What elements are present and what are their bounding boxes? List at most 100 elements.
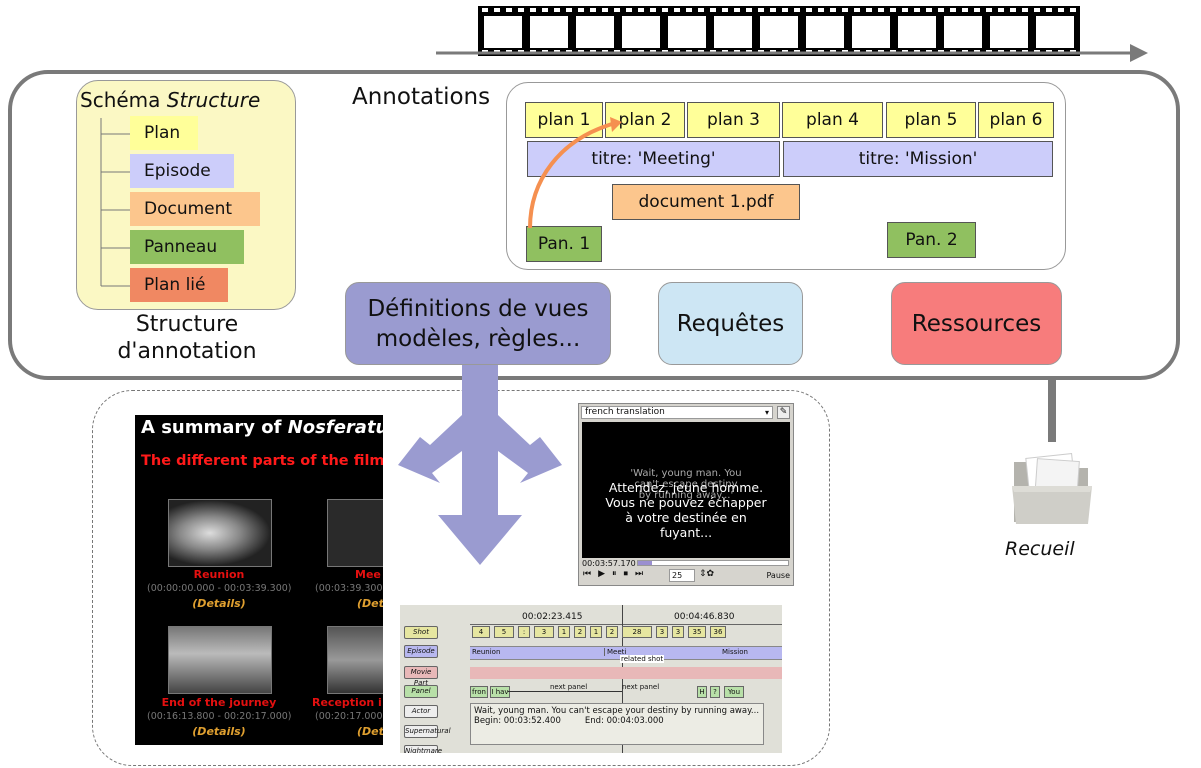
- card-details-link[interactable]: (Details): [192, 597, 246, 610]
- track-nightmare[interactable]: Nightmare: [404, 745, 442, 753]
- track-shot[interactable]: Shot: [404, 626, 438, 639]
- film-frame: [668, 16, 706, 48]
- schema-item-plan: Plan: [130, 116, 198, 150]
- episode-meeting[interactable]: Meeti: [604, 648, 626, 656]
- episode-mission[interactable]: Mission: [722, 648, 748, 656]
- transport-controls[interactable]: ⏮▶⏸⏹⏭: [583, 569, 651, 579]
- film-strip: [478, 6, 1080, 56]
- panel-1[interactable]: Pan. 1: [526, 226, 602, 262]
- shot-chip[interactable]: 36: [710, 626, 726, 638]
- schema-item-document: Document: [130, 192, 260, 226]
- thumb-meeting[interactable]: [327, 499, 383, 567]
- film-perforation: [806, 8, 812, 12]
- shot-chip[interactable]: 3: [534, 626, 554, 638]
- shot-chip[interactable]: 3: [672, 626, 684, 638]
- card-details-link[interactable]: (Details): [192, 725, 246, 738]
- recueil-label: Recueil: [1005, 538, 1075, 560]
- plan-6[interactable]: plan 6: [978, 102, 1054, 138]
- card-details-link[interactable]: (Det: [357, 597, 383, 610]
- recueil-connector: [1048, 380, 1056, 442]
- film-perforation: [506, 8, 512, 12]
- shot-chip[interactable]: 5: [494, 626, 514, 638]
- schema-item-panneau: Panneau: [130, 230, 244, 264]
- panel-chip[interactable]: I hav: [490, 686, 510, 698]
- folder-icon[interactable]: [1010, 448, 1094, 528]
- thumb-end-of-journey[interactable]: [168, 626, 272, 694]
- track-actor[interactable]: Actor: [404, 705, 438, 718]
- thumb-reunion[interactable]: [168, 499, 272, 567]
- annotation-editor[interactable]: Wait, young man. You can't escape your d…: [470, 703, 764, 745]
- film-perforation: [590, 8, 596, 12]
- speed-input[interactable]: 25: [669, 569, 695, 582]
- film-perforation: [482, 8, 488, 12]
- track-movie-part[interactable]: Movie Part: [404, 666, 438, 687]
- track-panel[interactable]: Panel: [404, 685, 438, 698]
- ressources-box[interactable]: Ressources: [891, 282, 1062, 365]
- timeline-view: 00:02:23.415 00:04:46.830 Shot Episode M…: [400, 605, 782, 753]
- panel-chip[interactable]: You: [724, 686, 744, 698]
- film-perforation: [566, 8, 572, 12]
- shot-chip[interactable]: 1: [590, 626, 602, 638]
- film-perforation: [938, 8, 944, 12]
- shot-chip[interactable]: 2: [574, 626, 586, 638]
- plan-5[interactable]: plan 5: [886, 102, 976, 138]
- annotations-label: Annotations: [352, 84, 491, 110]
- player-status: Pause: [766, 571, 790, 580]
- translation-select[interactable]: french translation▾: [581, 406, 773, 419]
- panel-chip[interactable]: fron: [470, 686, 488, 698]
- shot-chip[interactable]: 35: [688, 626, 706, 638]
- shot-chip[interactable]: 2: [606, 626, 618, 638]
- film-perforation: [554, 8, 560, 12]
- shot-chip[interactable]: 28: [622, 626, 652, 638]
- requetes-box[interactable]: Requêtes: [658, 282, 803, 365]
- episode-mission[interactable]: titre: 'Mission': [783, 141, 1053, 177]
- film-perforation: [1022, 8, 1028, 12]
- track-episode[interactable]: Episode: [404, 645, 438, 658]
- panel-chip[interactable]: H: [697, 686, 707, 698]
- film-perforation: [1070, 8, 1076, 12]
- film-perforation: [578, 8, 584, 12]
- playhead[interactable]: [622, 605, 623, 753]
- shot-chip[interactable]: 1: [558, 626, 570, 638]
- schema-item-plan-lie: Plan lié: [130, 268, 228, 302]
- seek-bar[interactable]: [637, 560, 789, 566]
- card-details-link[interactable]: (Det: [357, 725, 383, 738]
- panel-2[interactable]: Pan. 2: [887, 222, 976, 258]
- plan-4[interactable]: plan 4: [782, 102, 883, 138]
- film-perforation: [758, 8, 764, 12]
- spin-icon[interactable]: ⇕✿: [699, 569, 715, 579]
- film-perforation: [638, 8, 644, 12]
- document-annotation[interactable]: document 1.pdf: [612, 184, 800, 220]
- film-perforation: [854, 8, 860, 12]
- film-perforation: [818, 8, 824, 12]
- panel-chip[interactable]: ?: [710, 686, 720, 698]
- card-time: (00:20:17.000 - 00: [315, 711, 383, 722]
- thumb-reception[interactable]: [327, 626, 383, 694]
- four-way-arrow: [398, 365, 562, 565]
- summary-title: A summary of Nosferatu D: [141, 417, 383, 438]
- timeline-arrow: [436, 44, 1148, 62]
- nosferatu-summary-view: A summary of Nosferatu D The different p…: [135, 415, 383, 745]
- edit-icon[interactable]: ✎: [777, 406, 790, 419]
- chevron-down-icon: ▾: [764, 408, 769, 417]
- film-perforation: [794, 8, 800, 12]
- film-frame: [622, 16, 660, 48]
- timeline-time-1: 00:02:23.415: [522, 612, 583, 622]
- next-panel-label-2: next panel: [622, 683, 660, 691]
- shot-chip[interactable]: 3: [656, 626, 668, 638]
- film-frame: [576, 16, 614, 48]
- plan-2[interactable]: plan 2: [605, 102, 685, 138]
- timeline-time-2: 00:04:46.830: [674, 612, 735, 622]
- film-perforation: [878, 8, 884, 12]
- film-perforation: [926, 8, 932, 12]
- shot-chip[interactable]: 4: [472, 626, 490, 638]
- ruler: [470, 624, 782, 625]
- shot-chip[interactable]: :: [518, 626, 530, 638]
- film-frame: [944, 16, 982, 48]
- episode-reunion[interactable]: Reunion: [472, 648, 501, 656]
- track-supernatural[interactable]: Supernatural: [404, 725, 451, 738]
- plan-3[interactable]: plan 3: [687, 102, 780, 138]
